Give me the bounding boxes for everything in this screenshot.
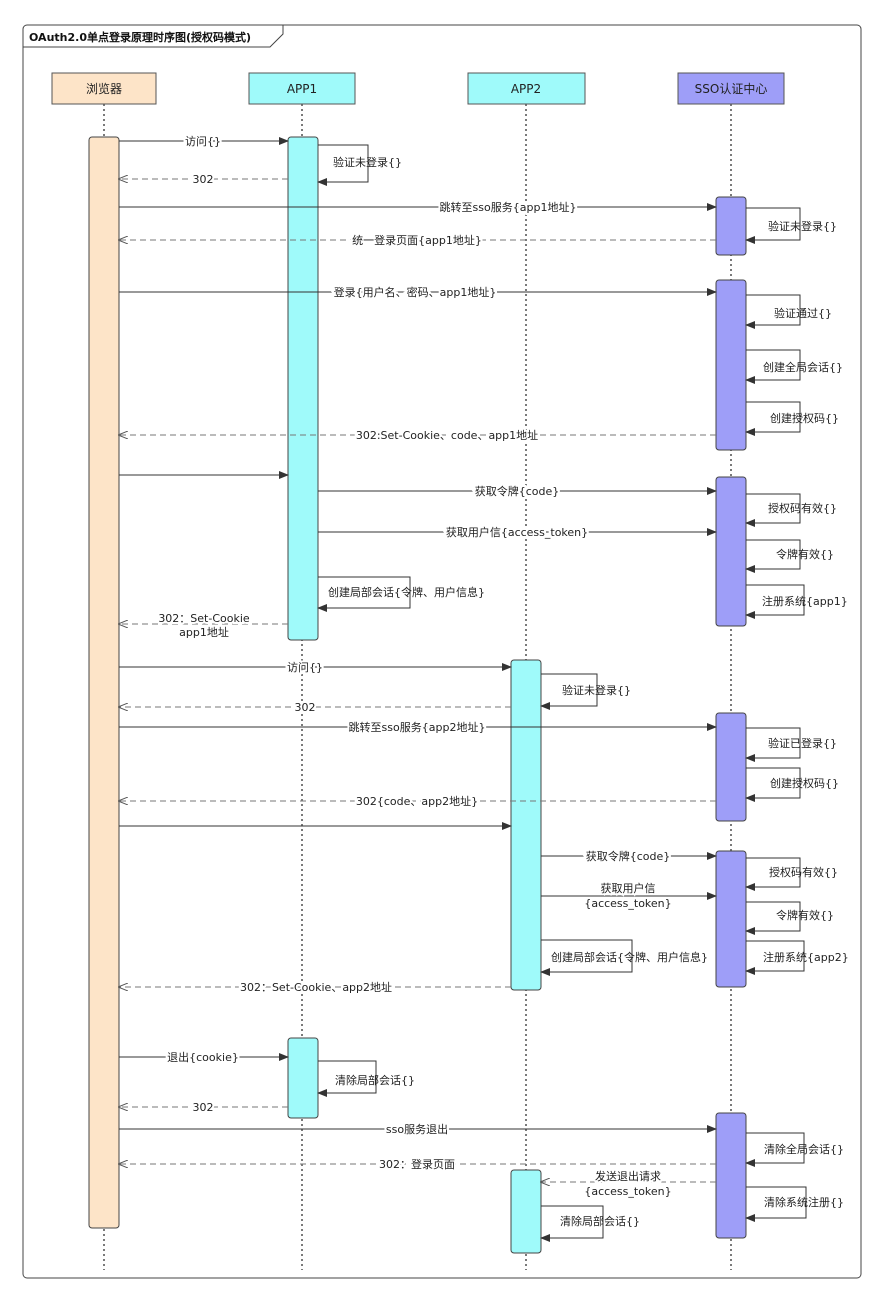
diagram-title: OAuth2.0单点登录原理时序图(授权码模式) (29, 30, 251, 44)
self-messages (317, 144, 807, 1242)
self-label: 创建授权码{} (770, 776, 839, 790)
self-label: 令牌有效{} (776, 547, 834, 561)
msg-label-line2: {access_token} (584, 897, 671, 910)
lifelines (103, 104, 732, 1270)
activation-app1-2 (287, 1037, 319, 1119)
self-label: 清除局部会话{} (335, 1073, 415, 1087)
activation-app2-2 (510, 1169, 542, 1254)
msg-label: sso服务退出 (386, 1122, 448, 1136)
diagram-frame (22, 24, 862, 1279)
self-arrow (745, 539, 801, 573)
self-arrow (317, 576, 411, 612)
self-arrow (540, 673, 598, 710)
activation-sso-3 (715, 476, 747, 627)
msg-label: 获取令牌{code} (475, 484, 560, 498)
msg-label: 302 (193, 173, 214, 186)
self-arrow (745, 727, 801, 762)
self-label: 授权码有效{} (769, 865, 838, 879)
activation-sso-4 (715, 712, 747, 822)
self-labels: 验证未登录{} 验证未登录{} 验证通过{} 创建全局会话{} 创建授权码{} … (328, 155, 849, 1228)
self-label: 清除系统注册{} (764, 1195, 844, 1209)
self-arrow (745, 1132, 805, 1167)
activation-sso-6 (715, 1112, 747, 1239)
msg-label: 302：Set-Cookie、app2地址 (240, 980, 392, 994)
self-arrow (540, 1205, 604, 1242)
msg-label: 302 (193, 1101, 214, 1114)
msg-label: 登录{用户名、密码、app1地址} (334, 285, 497, 299)
self-label: 验证未登录{} (333, 155, 402, 169)
self-label: 清除局部会话{} (560, 1214, 640, 1228)
activation-browser (88, 136, 120, 1229)
msg-label: 302：登录页面 (379, 1157, 455, 1171)
self-label: 令牌有效{} (776, 908, 834, 922)
self-label: 注册系统{app2} (763, 950, 849, 964)
msg-label: 302:Set-Cookie、code、app1地址 (356, 428, 538, 442)
self-arrow (745, 294, 801, 329)
self-arrow (745, 767, 801, 802)
self-arrow (745, 940, 805, 975)
self-arrow (317, 144, 369, 186)
messages: 访问{} 302 跳转至sso服务{app1地址} 统一登录页面{app1地址}… (119, 133, 717, 1200)
self-arrow (317, 1060, 377, 1097)
self-arrow (745, 349, 801, 384)
msg-label: 跳转至sso服务{app1地址} (440, 200, 577, 214)
activations (88, 136, 747, 1254)
msg-label: 访问{} (185, 135, 221, 148)
msg-label: 302{code、app2地址} (356, 794, 478, 808)
participant-app2: APP2 (467, 72, 586, 105)
self-arrow (540, 939, 633, 976)
self-label: 创建局部会话{令牌、用户信息} (328, 585, 485, 599)
participant-app1: APP1 (248, 72, 356, 105)
msg-label: 统一登录页面{app1地址} (352, 233, 482, 247)
self-arrow (745, 1186, 807, 1222)
self-arrow (745, 584, 805, 619)
msg-label: 跳转至sso服务{app2地址} (349, 720, 486, 734)
participant-app2-label: APP2 (511, 82, 541, 96)
self-arrow (745, 401, 801, 436)
self-arrow (745, 857, 801, 891)
self-arrow (745, 493, 801, 527)
participant-browser-box (51, 72, 157, 105)
msg-label-line2: {access_token} (584, 1185, 671, 1198)
participant-app2-box (467, 72, 586, 105)
self-label: 注册系统{app1} (762, 594, 848, 608)
participant-app1-box (248, 72, 356, 105)
msg-label: 获取用户信{access_token} (446, 525, 588, 539)
msg-label: 302 (295, 701, 316, 714)
activation-sso-1 (715, 196, 747, 256)
self-label: 验证未登录{} (768, 219, 837, 233)
msg-label-line2: app1地址 (179, 625, 229, 639)
participant-browser: 浏览器 (51, 72, 157, 105)
self-label: 验证通过{} (774, 306, 832, 320)
activation-sso-5 (715, 850, 747, 988)
self-label: 验证已登录{} (768, 736, 837, 750)
participant-app1-label: APP1 (287, 82, 317, 96)
msg-label: 退出{cookie} (167, 1050, 239, 1064)
msg-label: 发送退出请求 (595, 1169, 661, 1183)
activation-app2-1 (510, 659, 542, 991)
activation-app1-1 (287, 136, 319, 641)
self-label: 清除全局会话{} (764, 1142, 844, 1156)
msg-label: 获取用户信 (601, 881, 656, 895)
self-arrow (745, 901, 801, 935)
self-label: 创建授权码{} (770, 411, 839, 425)
msg-label: 获取令牌{code} (586, 849, 671, 863)
activation-sso-2 (715, 279, 747, 451)
msg-label: 访问{} (287, 661, 323, 674)
self-label: 验证未登录{} (562, 683, 631, 697)
self-arrow (745, 207, 801, 244)
self-label: 创建局部会话{令牌、用户信息} (551, 950, 708, 964)
participant-sso-label: SSO认证中心 (695, 81, 768, 96)
participant-sso-box (677, 72, 785, 105)
title-tab (23, 25, 284, 48)
self-label: 授权码有效{} (768, 501, 837, 515)
msg-label: 302：Set-Cookie (158, 612, 250, 625)
participant-browser-label: 浏览器 (86, 81, 122, 96)
participant-sso: SSO认证中心 (677, 72, 785, 105)
self-label: 创建全局会话{} (763, 360, 843, 374)
